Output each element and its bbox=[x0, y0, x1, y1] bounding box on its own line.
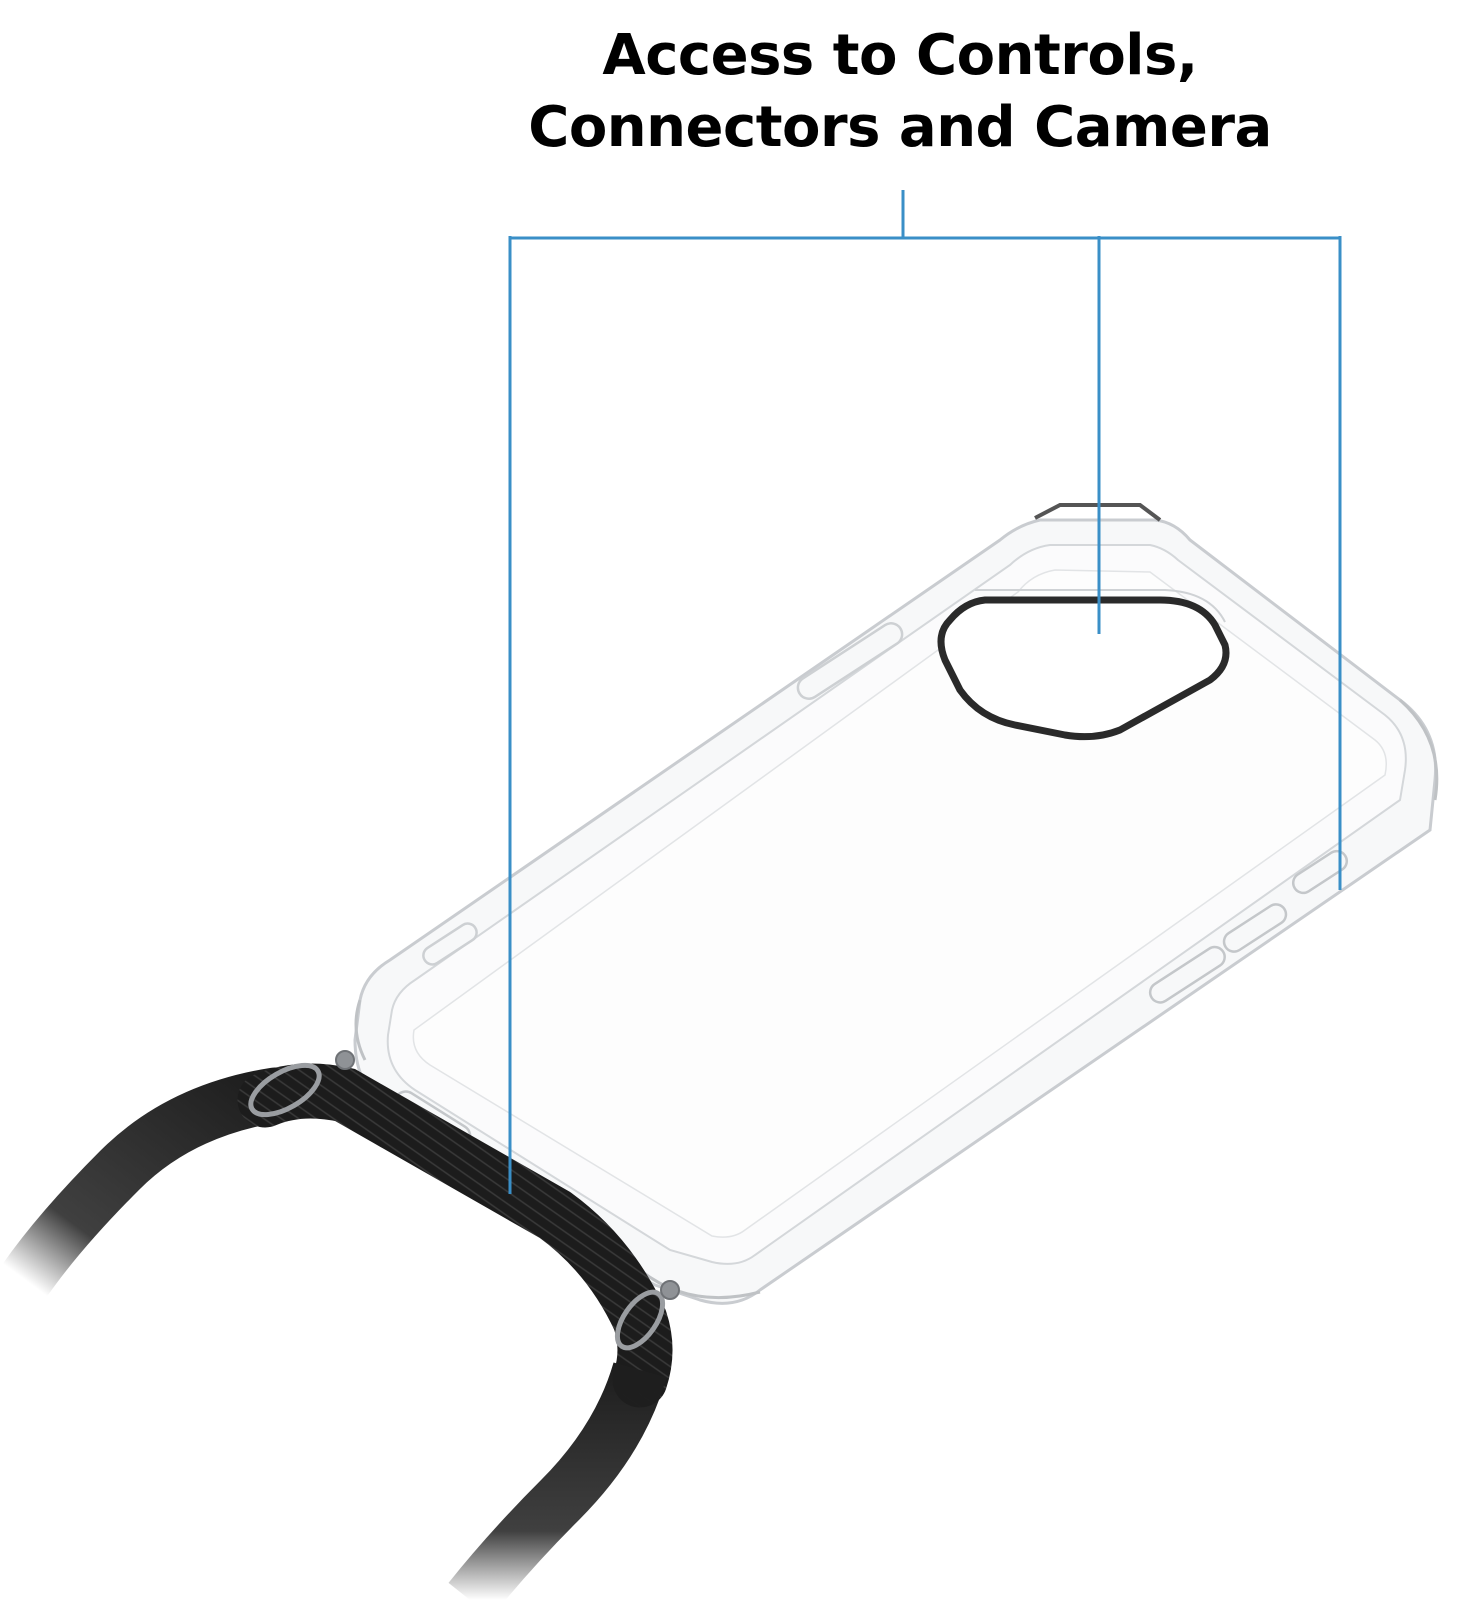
headline: Access to Controls, Connectors and Camer… bbox=[440, 20, 1360, 164]
strap-left-run bbox=[0, 1067, 303, 1308]
metal-ring-icon bbox=[248, 1050, 680, 1351]
right-button-slot-3 bbox=[1148, 945, 1226, 1004]
side-button-slot-top bbox=[796, 622, 904, 700]
phone-case-illustration bbox=[353, 503, 1439, 1305]
side-button-slot-small bbox=[422, 922, 478, 966]
right-button-slot-1 bbox=[1291, 849, 1349, 895]
headline-line-2: Connectors and Camera bbox=[528, 95, 1272, 160]
headline-line-1: Access to Controls, bbox=[602, 23, 1198, 88]
strap-bottom-run bbox=[448, 1362, 667, 1600]
camera-cutout bbox=[937, 596, 1230, 741]
right-button-slot-2 bbox=[1222, 903, 1288, 953]
callout-lines bbox=[508, 190, 1342, 1194]
case-back-panel bbox=[412, 569, 1387, 1238]
